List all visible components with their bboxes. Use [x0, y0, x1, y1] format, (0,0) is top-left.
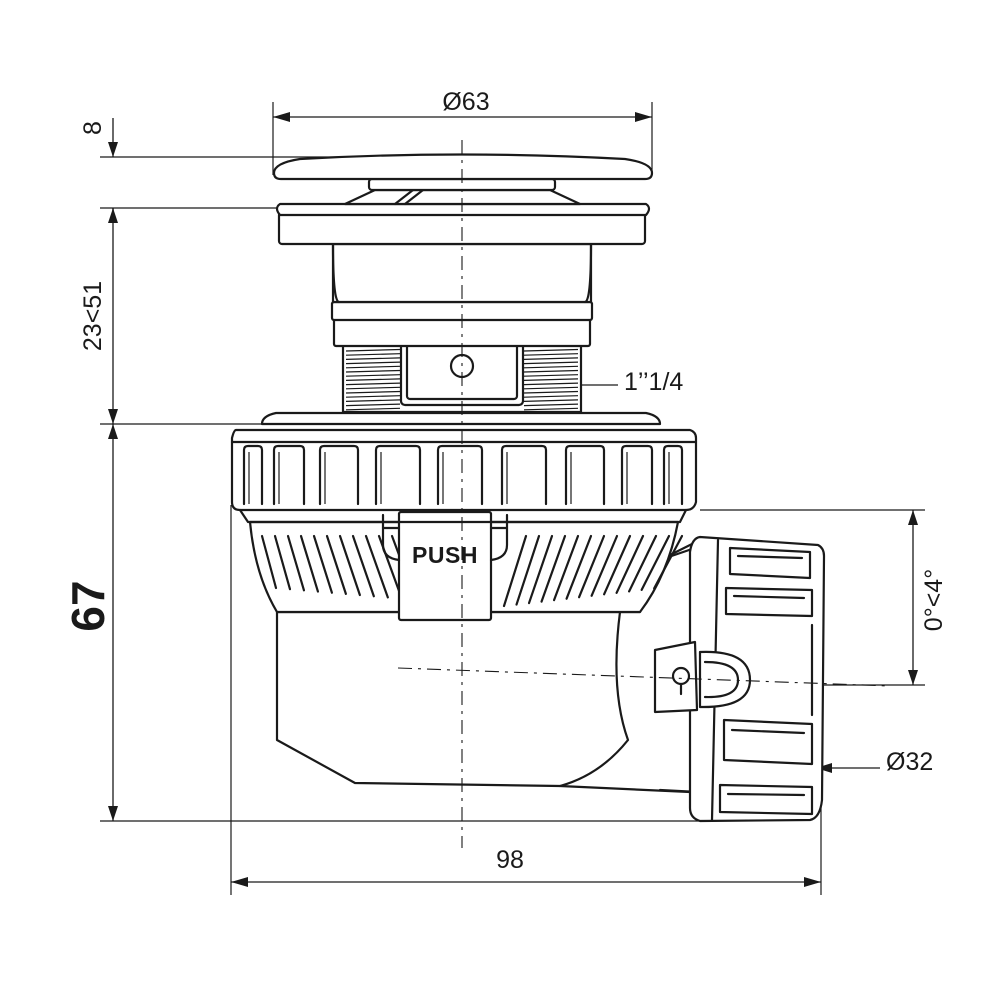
skirt-rib: [260, 534, 278, 590]
thread-line: [523, 361, 579, 365]
adjust-range-label: 23<51: [79, 281, 107, 351]
thread-line: [345, 403, 401, 407]
diameter-top-label: Ø63: [442, 88, 489, 116]
thread-line: [345, 399, 401, 402]
thread-line: [523, 374, 579, 377]
cap-height-label: 8: [79, 121, 107, 135]
nut-cell: [374, 444, 422, 506]
thread-line: [523, 382, 579, 386]
thread-line: [345, 407, 401, 411]
thread-line: [345, 390, 401, 394]
flange: [275, 202, 651, 246]
thread-line: [523, 378, 579, 381]
skirt-rib: [615, 534, 645, 594]
skirt-rib: [565, 534, 593, 600]
skirt-rib: [325, 534, 347, 595]
outlet-diameter-label: Ø32: [886, 748, 933, 776]
nut-cell: [620, 444, 654, 506]
dimension-lines: [108, 112, 918, 887]
thread-line: [523, 357, 579, 360]
thread-line: [523, 353, 579, 356]
nut-cell: [436, 444, 484, 506]
center-axes: [397, 140, 891, 848]
outlet-angle-label: 0°<4°: [920, 569, 948, 631]
thread-line: [345, 378, 401, 381]
thread-line: [345, 357, 401, 360]
nut-cell: [662, 444, 684, 506]
skirt-rib: [590, 534, 619, 597]
skirt-rib: [653, 534, 684, 590]
thread-line: [345, 369, 401, 373]
skirt-rib: [540, 534, 567, 603]
thread-line: [345, 374, 401, 377]
threaded-stem: [341, 329, 583, 414]
skirt-rib: [299, 534, 320, 593]
extension-lines: [100, 102, 925, 895]
thread-line: [523, 348, 579, 352]
thread-line: [523, 399, 579, 402]
skirt-rib: [273, 534, 292, 591]
nut-cell: [500, 444, 548, 506]
skirt-rib: [286, 534, 306, 592]
thread-line: [523, 407, 579, 411]
thread-line: [345, 395, 401, 398]
push-label: PUSH: [412, 542, 478, 568]
skirt-rib: [603, 534, 632, 596]
skirt-rib: [312, 534, 334, 594]
skirt-rib: [577, 534, 606, 599]
skirt-rib: [338, 534, 361, 597]
skirt-rib: [502, 534, 528, 608]
thread-line: [523, 369, 579, 373]
thread-line: [345, 353, 401, 356]
overall-width-label: 98: [496, 846, 524, 874]
thread-line: [345, 365, 401, 369]
skirt-rib: [515, 534, 541, 606]
skirt-rib: [527, 534, 554, 605]
skirt-rib: [351, 534, 375, 598]
ribbed-skirt: PUSH: [248, 510, 684, 622]
thread-line: [345, 386, 401, 390]
nut-cell: [318, 444, 360, 506]
thread-line: [523, 365, 579, 369]
thread-line: [523, 390, 579, 394]
thread-line: [523, 395, 579, 398]
nut-cell: [242, 444, 264, 506]
lock-nut: [230, 411, 698, 524]
dimension-labels: Ø63 8 23<51 67 1’’1/4 0°<4° Ø32 98: [62, 88, 948, 874]
nut-cell: [564, 444, 606, 506]
thread-line: [523, 403, 579, 407]
thread-line: [345, 361, 401, 365]
body-height-label: 67: [62, 580, 114, 631]
skirt-rib: [364, 534, 389, 599]
skirt-rib: [628, 534, 658, 593]
thread-line: [345, 382, 401, 386]
thread-label: 1’’1/4: [624, 368, 683, 396]
outlet-nut: [688, 535, 826, 823]
upper-housing: [330, 242, 594, 348]
skirt-rib: [640, 534, 671, 592]
nut-cell: [272, 444, 306, 506]
skirt-rib: [552, 534, 580, 602]
thread-line: [523, 386, 579, 390]
pop-up-cap: [272, 153, 654, 206]
thread-line: [345, 348, 401, 352]
